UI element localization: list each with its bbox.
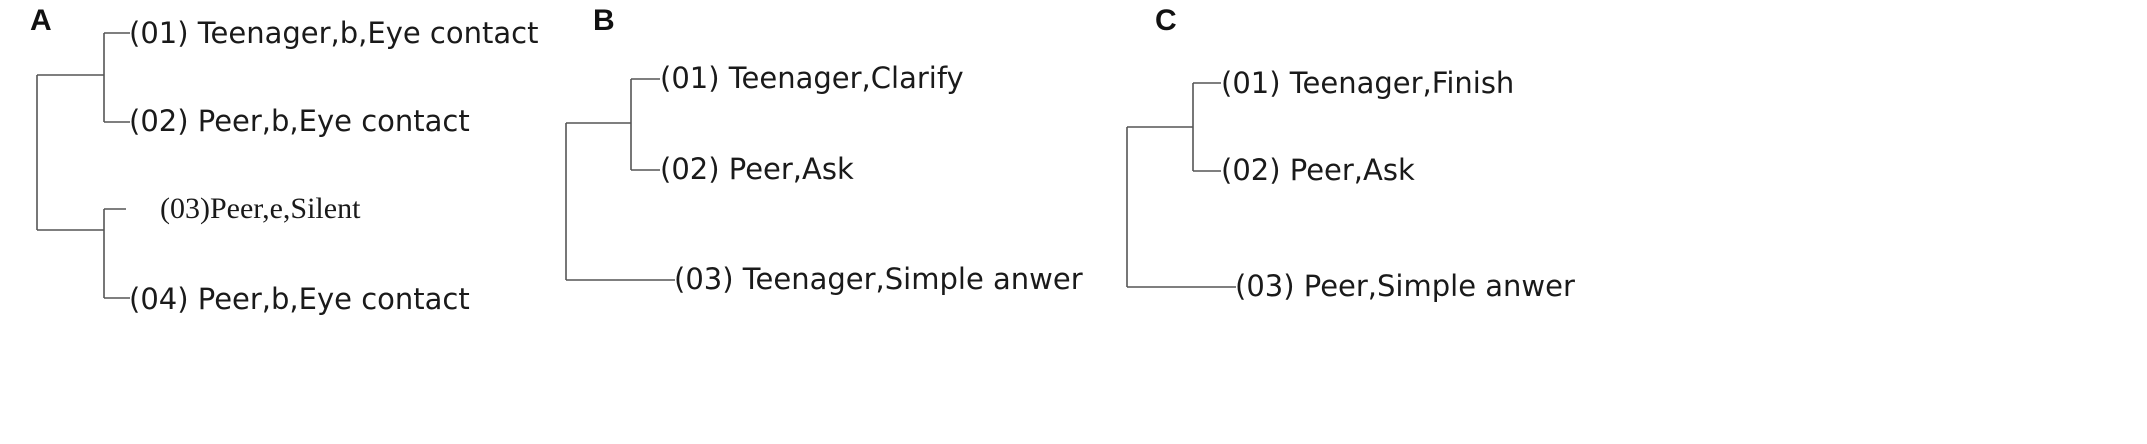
panel-a-leaf-4-label: (04) Peer,b,Eye contact [129, 282, 470, 316]
panel-b-leaf-2-label: (02) Peer,Ask [660, 152, 854, 186]
panel-c-leaf-3-label: (03) Peer,Simple anwer [1235, 269, 1575, 303]
panel-a-label: A [30, 4, 52, 37]
panel-b-leaf-3-label: (03) Teenager,Simple anwer [674, 262, 1083, 296]
panel-a-leaf-2-label: (02) Peer,b,Eye contact [129, 104, 470, 138]
panel-b-leaf-1-label: (01) Teenager,Clarify [660, 61, 964, 95]
panel-a-leaf-3-label: (03)Peer,e,Silent [160, 192, 361, 225]
panel-c-label: C [1155, 4, 1177, 37]
panel-c-leaf-2-label: (02) Peer,Ask [1221, 153, 1415, 187]
panel-b: B (01) Teenager,Clarify (02) Peer,Ask (0… [565, 4, 1083, 296]
panel-a: A (01) Teenager,b,Eye contact (02) Peer,… [30, 4, 538, 316]
panel-c-leaf-1-label: (01) Teenager,Finish [1221, 66, 1514, 100]
panel-b-label: B [593, 4, 615, 37]
panel-c: C (01) Teenager,Finish (02) Peer,Ask (03… [1126, 4, 1575, 303]
panel-a-leaf-1-label: (01) Teenager,b,Eye contact [129, 16, 538, 50]
